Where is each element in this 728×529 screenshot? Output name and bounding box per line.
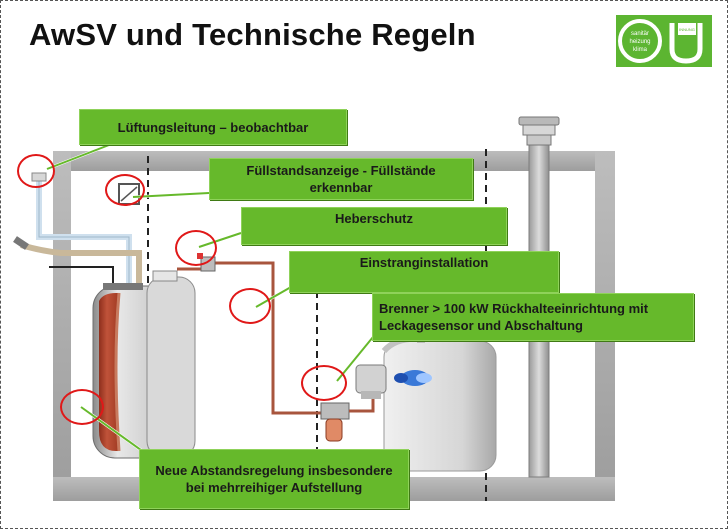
fill-pipe <box>13 236 142 291</box>
marker-anti-siphon <box>175 230 217 266</box>
svg-text:heizung: heizung <box>629 39 650 45</box>
slide-title: AwSV und Technische Regeln <box>29 17 476 52</box>
svg-text:INNUNG: INNUNG <box>679 27 695 32</box>
marker-single-line <box>229 288 271 324</box>
callout-abstandsregelung-text: Neue Abstandsregelung insbesondere bei m… <box>155 463 393 495</box>
callout-einstranginstallation: Einstranginstallation <box>289 251 559 293</box>
burner-flame <box>394 370 432 386</box>
innung-logo: sanitär heizung klima INNUNG <box>616 15 712 67</box>
marker-vent <box>17 154 55 188</box>
callout-lueftungsleitung: Lüftungsleitung – beobachtbar <box>79 109 347 145</box>
callout-einstranginstallation-text: Einstranginstallation <box>359 255 489 270</box>
callout-heberschutz: Heberschutz <box>241 207 507 245</box>
svg-text:klima: klima <box>633 47 648 53</box>
callout-fuellstandsanzeige: Füllstandsanzeige - Füllstände erkennbar <box>209 158 473 200</box>
callout-brenner-text: Brenner > 100 kW Rückhalteeinrichtung mi… <box>379 301 649 333</box>
marker-burner <box>301 365 347 401</box>
callout-brenner: Brenner > 100 kW Rückhalteeinrichtung mi… <box>372 293 694 341</box>
callout-abstandsregelung: Neue Abstandsregelung insbesondere bei m… <box>139 449 409 509</box>
oil-tank-back <box>146 270 196 458</box>
oil-filter <box>320 385 375 442</box>
marker-level-indicator <box>105 174 145 206</box>
callout-lueftungsleitung-text: Lüftungsleitung – beobachtbar <box>117 119 309 135</box>
marker-tank-distance <box>60 389 104 425</box>
callout-heberschutz-text: Heberschutz <box>334 211 414 226</box>
svg-text:sanitär: sanitär <box>631 31 649 37</box>
callout-fuellstandsanzeige-text: Füllstandsanzeige - Füllstände erkennbar <box>246 163 436 195</box>
